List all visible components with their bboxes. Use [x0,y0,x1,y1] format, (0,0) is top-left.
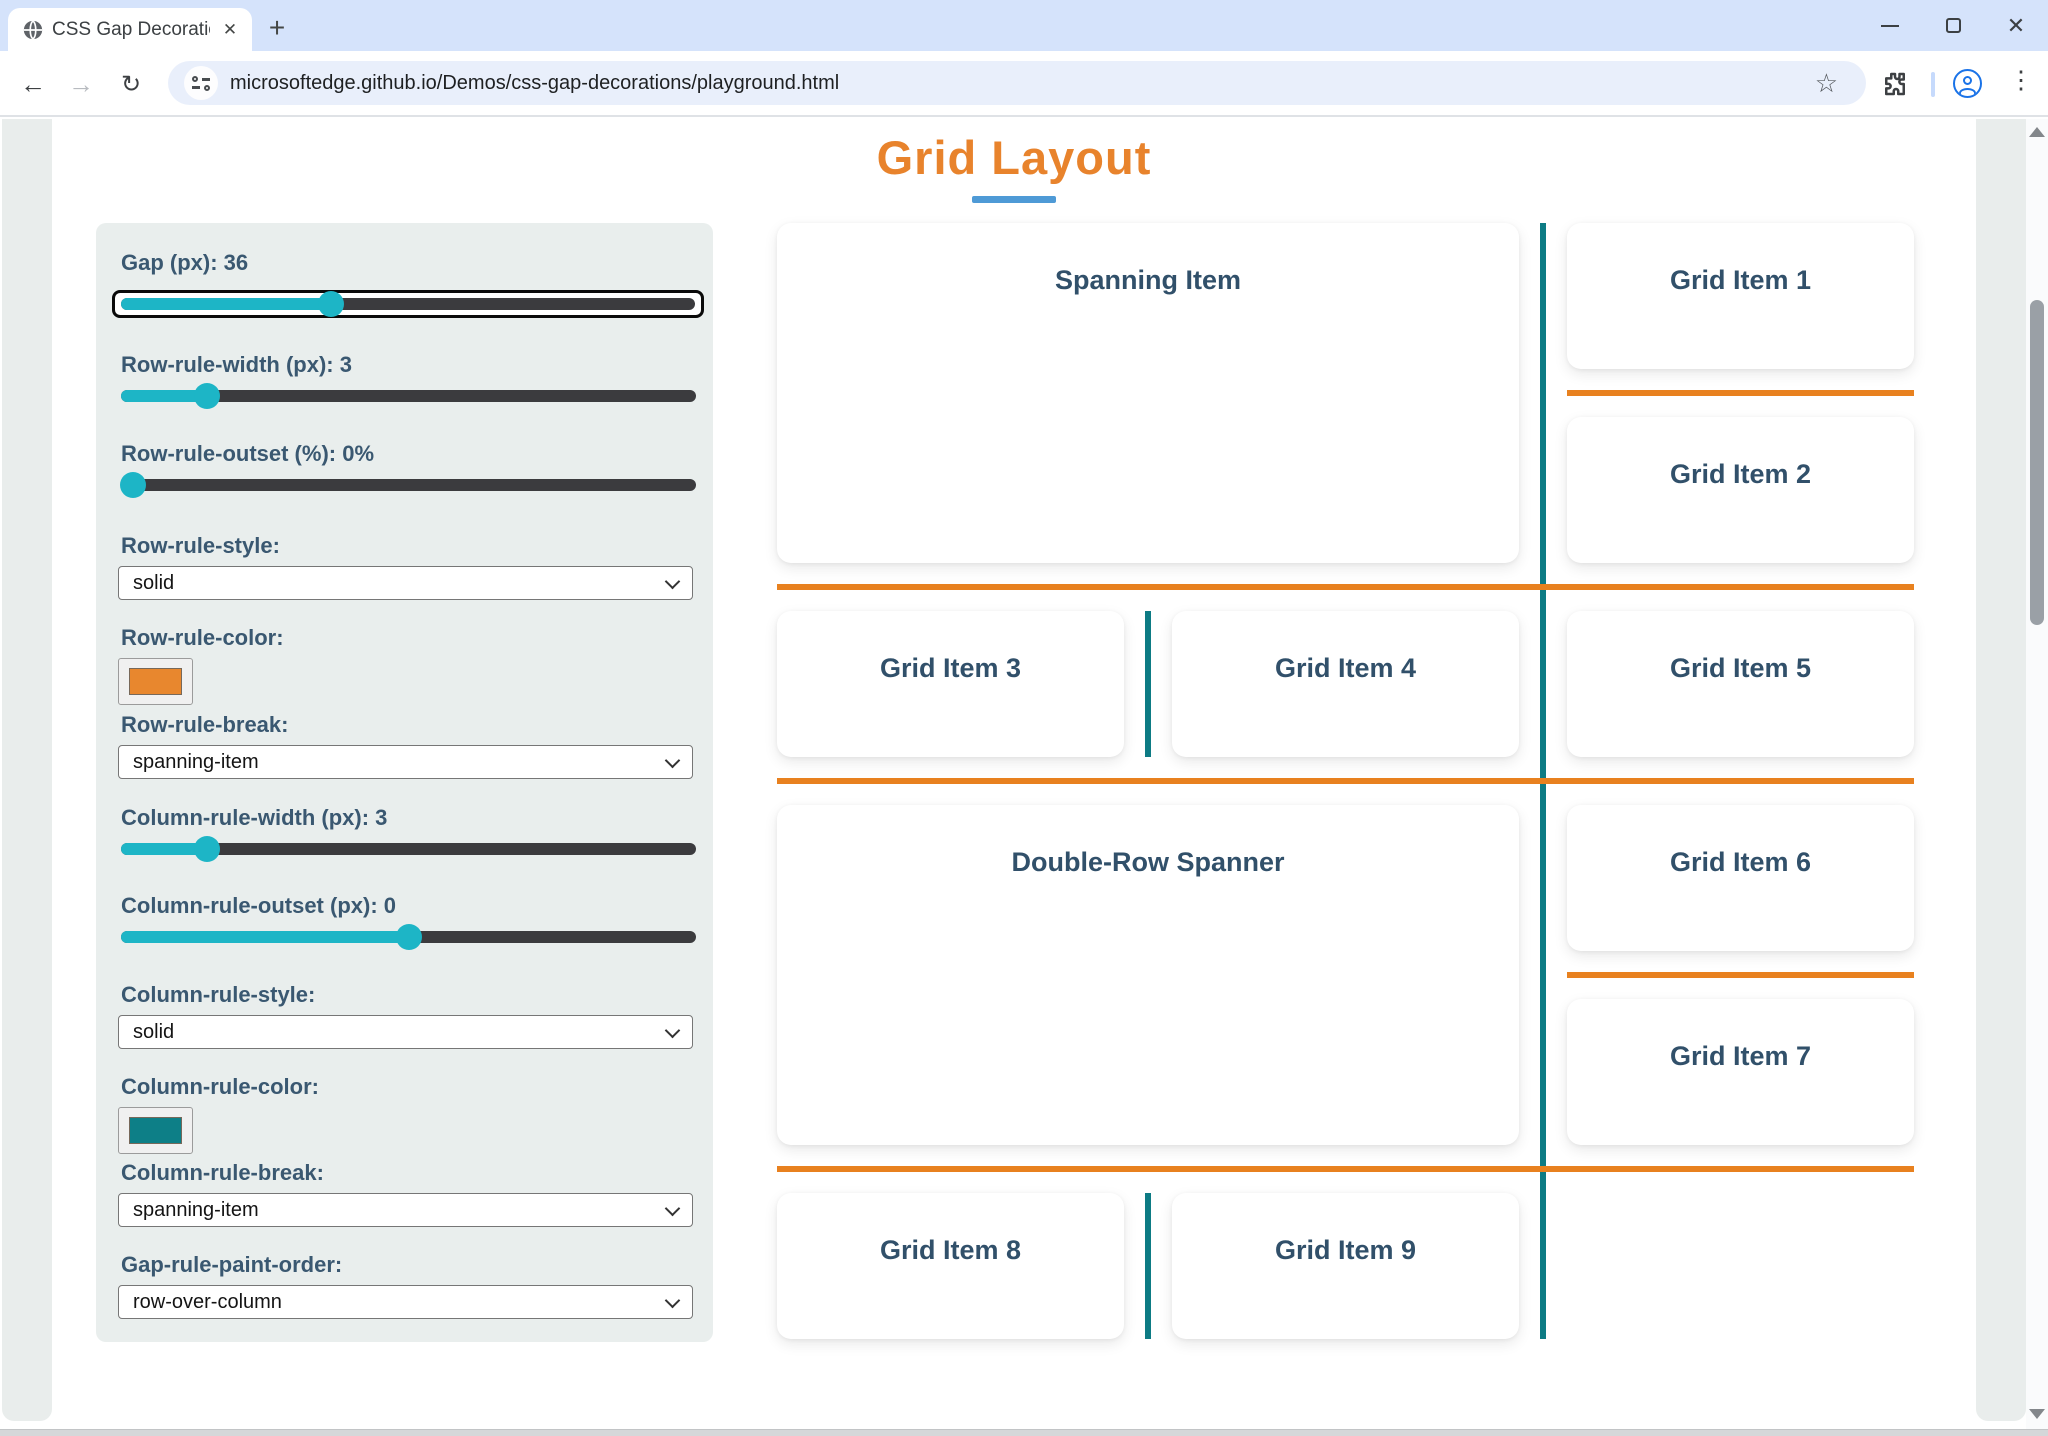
reload-button[interactable]: ↻ [120,70,142,98]
grid-demo: Spanning Item Grid Item 1 Grid Item 2 Gr… [777,223,1914,1339]
grid-card-1: Grid Item 1 [1567,223,1914,369]
column-rule-style-label: Column-rule-style: [121,982,316,1007]
row-rule-col3-a [1567,390,1914,396]
row-rule-full-a [777,584,1914,590]
vertical-scrollbar[interactable] [2026,119,2048,1429]
minimize-icon [1881,24,1899,27]
row-rule-width-label: Row-rule-width (px): 3 [121,352,352,377]
slider-thumb[interactable] [119,472,146,498]
back-button[interactable]: ← [20,68,46,99]
adjacent-panel-edge-right [1976,119,2026,1421]
grid-card-2: Grid Item 2 [1567,417,1914,563]
row-rule-outset-label: Row-rule-outset (%): 0% [121,441,374,466]
column-rule-width-label: Column-rule-width (px): 3 [121,805,388,830]
row-rule-outset-slider[interactable] [119,472,696,498]
grid-card-4: Grid Item 4 [1172,611,1519,757]
url-text[interactable]: microsoftedge.github.io/Demos/css-gap-de… [230,71,840,94]
browser-toolbar: ← → ↻ microsoftedge.github.io/Demos/css-… [0,51,2048,117]
maximize-icon [1945,18,1961,33]
chevron-down-icon [664,573,681,590]
gap-slider-label: Gap (px): 36 [121,250,249,275]
chevron-down-icon [664,1292,681,1309]
row-rule-color-picker[interactable] [118,658,193,705]
site-settings-icon[interactable] [184,66,218,100]
tab-title: CSS Gap Decorations playgroun [52,18,210,40]
new-tab-button[interactable]: + [268,12,286,43]
adjacent-panel-edge-left [2,119,52,1421]
column-rule-color-picker[interactable] [118,1107,193,1154]
row-rule-break-select[interactable]: spanning-item [118,745,693,779]
chevron-down-icon [664,752,681,769]
forward-button[interactable]: → [68,68,94,99]
column-rule-width-slider[interactable] [121,836,696,862]
chevron-down-icon [664,1022,681,1039]
browser-tab[interactable]: CSS Gap Decorations playgroun ✕ [8,8,252,51]
gap-rule-paint-order-label: Gap-rule-paint-order: [121,1252,343,1277]
row-rule-break-label: Row-rule-break: [121,712,289,737]
grid-card-double-row-spanner: Double-Row Spanner [777,805,1519,1145]
row-rule-full-b [777,778,1914,784]
bookmark-star-icon[interactable]: ☆ [1814,67,1838,98]
grid-card-6: Grid Item 6 [1567,805,1914,951]
color-swatch [129,668,182,695]
globe-favicon [23,19,43,40]
column-rule-color-label: Column-rule-color: [121,1074,319,1099]
column-rule-row6 [1145,1193,1151,1339]
horizontal-scrollbar[interactable] [0,1429,2048,1436]
chevron-down-icon [664,1200,681,1217]
browser-menu-button[interactable]: ⋮ [2008,66,2034,94]
tab-strip: CSS Gap Decorations playgroun ✕ + ✕ [0,0,2048,51]
color-swatch [129,1117,182,1144]
column-rule-row3 [1145,611,1151,757]
grid-card-spanning-item: Spanning Item [777,223,1519,563]
title-underline [972,196,1056,203]
window-maximize-button[interactable] [1922,0,1984,51]
row-rule-style-label: Row-rule-style: [121,533,280,558]
tab-close-icon[interactable]: ✕ [222,19,238,39]
grid-card-3: Grid Item 3 [777,611,1124,757]
column-rule-outset-slider[interactable] [121,924,696,950]
window-minimize-button[interactable] [1859,0,1921,51]
gap-rule-paint-order-select[interactable]: row-over-column [118,1285,693,1319]
row-rule-full-c [777,1166,1914,1172]
controls-panel: Gap (px): 36 Row-rule-width (px): 3 Row-… [96,223,713,1342]
scroll-down-arrow-icon[interactable] [2029,1409,2045,1419]
grid-card-5: Grid Item 5 [1567,611,1914,757]
slider-thumb[interactable] [194,383,221,409]
column-rule-break-label: Column-rule-break: [121,1160,324,1185]
grid-card-8: Grid Item 8 [777,1193,1124,1339]
gap-slider[interactable] [112,290,704,318]
grid-card-7: Grid Item 7 [1567,999,1914,1145]
row-rule-style-select[interactable]: solid [118,566,693,600]
slider-thumb[interactable] [395,924,422,950]
extensions-puzzle-icon[interactable] [1880,69,1910,99]
slider-thumb[interactable] [194,836,221,862]
page-title: Grid Layout [876,131,1152,184]
scroll-up-arrow-icon[interactable] [2029,127,2045,137]
slider-thumb[interactable] [317,291,344,317]
grid-card-9: Grid Item 9 [1172,1193,1519,1339]
column-rule-break-select[interactable]: spanning-item [118,1193,693,1227]
row-rule-width-slider[interactable] [121,383,696,409]
row-rule-color-label: Row-rule-color: [121,625,284,650]
toolbar-separator [1931,72,1935,97]
address-bar[interactable]: microsoftedge.github.io/Demos/css-gap-de… [168,61,1866,105]
window-close-button[interactable]: ✕ [2006,12,2026,38]
column-rule-style-select[interactable]: solid [118,1015,693,1049]
column-rule-outset-label: Column-rule-outset (px): 0 [121,893,396,918]
row-rule-col3-b [1567,972,1914,978]
scrollbar-thumb[interactable] [2030,300,2044,625]
profile-avatar-icon[interactable] [1953,69,1982,98]
